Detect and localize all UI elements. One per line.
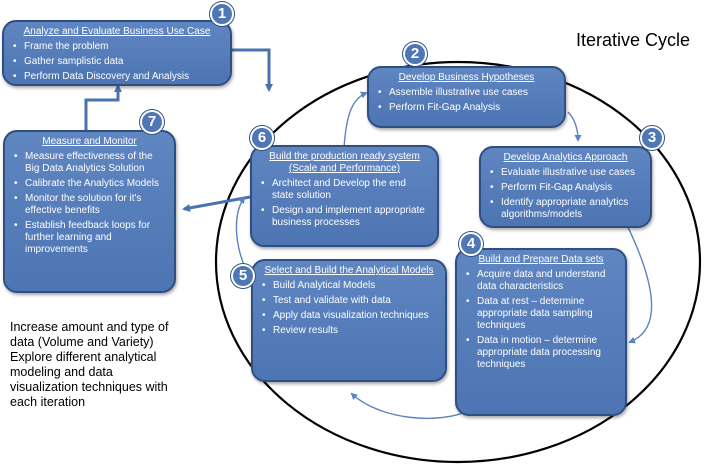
step-4-badge: 4 xyxy=(459,232,483,256)
list-item: Design and implement appropriate busines… xyxy=(260,205,429,229)
step-5-box: Select and Build the Analytical Models B… xyxy=(251,259,447,382)
note-line: modeling and data xyxy=(10,365,113,379)
step-3-title: Develop Analytics Approach xyxy=(503,152,628,163)
list-item: Perform Fit-Gap Analysis xyxy=(377,102,556,114)
list-item: Assemble illustrative use cases xyxy=(377,87,556,99)
list-item: Review results xyxy=(261,325,437,337)
iterative-cycle-ellipse xyxy=(214,60,702,464)
step-1-box: Analyze and Evaluate Business Use Case F… xyxy=(2,20,232,86)
step-5-badge: 5 xyxy=(231,264,255,288)
iteration-note: Increase amount and type of data (Volume… xyxy=(10,320,180,410)
step-7-box: Measure and Monitor Measure effectivenes… xyxy=(3,130,176,293)
list-item: Architect and Develop the end state solu… xyxy=(260,178,429,202)
list-item: Data at rest – determine appropriate dat… xyxy=(465,296,617,332)
connector-4-to-5 xyxy=(350,392,471,419)
list-item: Monitor the solution for it's effective … xyxy=(13,193,166,217)
list-item: Calibrate the Analytics Models xyxy=(13,178,166,190)
connector-2-to-3 xyxy=(567,111,582,142)
list-item: Acquire data and understand data charact… xyxy=(465,269,617,293)
connector-6-to-7 xyxy=(182,195,251,212)
list-item: Identify appropriate analytics algorithm… xyxy=(489,197,642,221)
step-6-badge: 6 xyxy=(250,126,274,150)
note-line: data (Volume and Variety) xyxy=(10,335,154,349)
list-item: Frame the problem xyxy=(12,41,222,53)
list-item: Perform Fit-Gap Analysis xyxy=(489,182,642,194)
step-4-box: Build and Prepare Data sets Acquire data… xyxy=(455,248,627,416)
step-3-box: Develop Analytics Approach Evaluate illu… xyxy=(479,146,652,228)
note-line: Increase amount and type of xyxy=(10,320,169,334)
note-line: each iteration xyxy=(10,395,86,409)
step-1-badge: 1 xyxy=(210,2,234,26)
step-7-title: Measure and Monitor xyxy=(42,136,137,147)
list-item: Establish feedback loops for further lea… xyxy=(13,220,166,256)
connector-7-to-1 xyxy=(84,84,122,130)
list-item: Build Analytical Models xyxy=(261,280,437,292)
step-1-title: Analyze and Evaluate Business Use Case xyxy=(23,26,211,37)
list-item: Test and validate with data xyxy=(261,295,437,307)
connector-6-to-2 xyxy=(343,91,368,149)
step-2-badge: 2 xyxy=(403,42,427,66)
connector-1-to-cycle xyxy=(232,48,273,92)
step-6-title: Build the production ready system (Scale… xyxy=(269,151,420,174)
list-item: Measure effectiveness of the Big Data An… xyxy=(13,151,166,175)
connector-3-to-4 xyxy=(621,214,653,344)
step-3-badge: 3 xyxy=(640,126,664,150)
step-7-badge: 7 xyxy=(140,110,164,134)
list-item: Gather samplistic data xyxy=(12,56,222,68)
note-line: Explore different analytical xyxy=(10,350,157,364)
list-item: Apply data visualization techniques xyxy=(261,310,437,322)
step-2-title: Develop Business Hypotheses xyxy=(398,72,535,83)
list-item: Perform Data Discovery and Analysis xyxy=(12,71,222,83)
iterative-cycle-label: Iterative Cycle xyxy=(576,30,691,50)
step-6-box: Build the production ready system (Scale… xyxy=(250,145,439,247)
list-item: Data in motion – determine appropriate d… xyxy=(465,335,617,371)
note-line: visualization techniques with xyxy=(10,380,168,394)
list-item: Evaluate illustrative use cases xyxy=(489,167,642,179)
step-4-title: Build and Prepare Data sets xyxy=(478,254,604,265)
step-2-box: Develop Business Hypotheses Assemble ill… xyxy=(367,66,566,128)
step-5-title: Select and Build the Analytical Models xyxy=(264,265,434,276)
